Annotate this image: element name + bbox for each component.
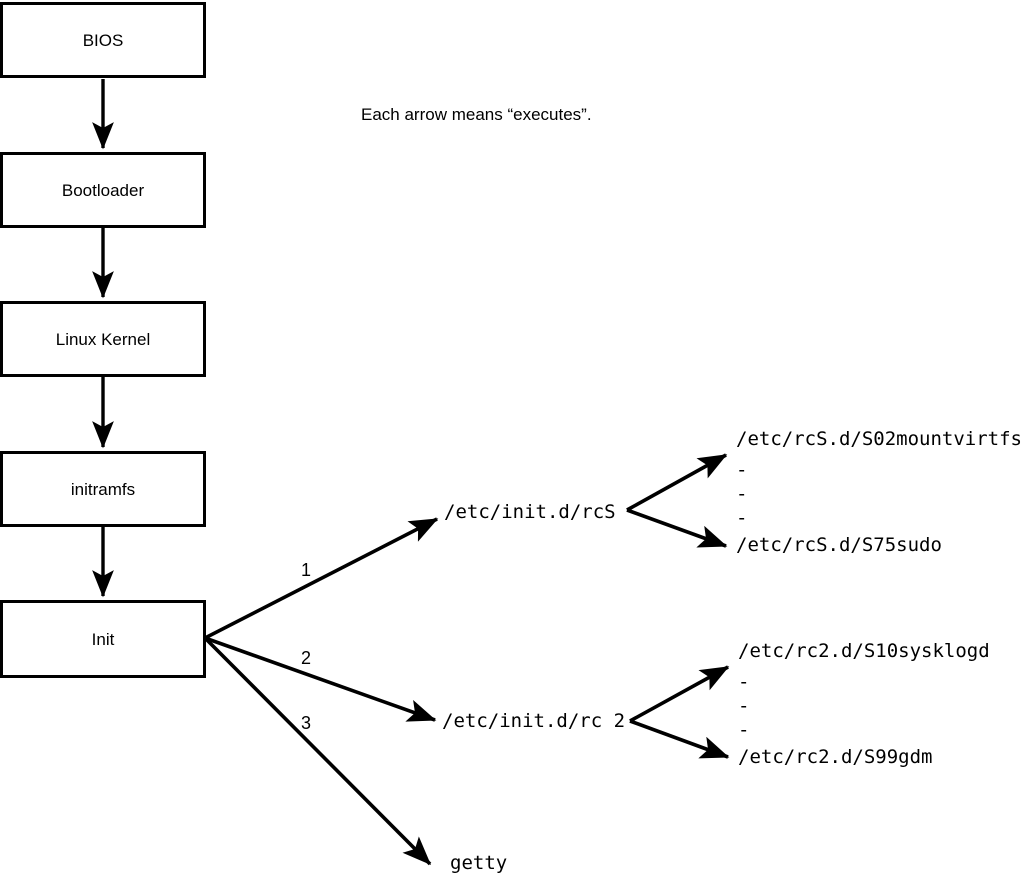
stage-label-linux-kernel: Linux Kernel	[55, 329, 151, 349]
ellipsis-dash-rc2d-1: -	[738, 671, 750, 693]
node-label-getty[interactable]: getty	[450, 852, 508, 874]
arrow-rc2-to-last	[629, 719, 730, 759]
node-label-rc2d-first[interactable]: /etc/rc2.d/S10sysklogd	[738, 640, 990, 662]
stage-box-bios[interactable]: BIOS	[0, 2, 206, 78]
diagram-caption: Each arrow means “executes”.	[361, 105, 592, 124]
stage-label-init: Init	[91, 629, 115, 649]
ellipsis-dash-rc2d-3: -	[738, 719, 750, 741]
stage-label-bootloader: Bootloader	[61, 180, 145, 200]
node-label-rcsd-last[interactable]: /etc/rcS.d/S75sudo	[736, 534, 942, 556]
stage-box-linux-kernel[interactable]: Linux Kernel	[0, 301, 206, 377]
node-label-init-d-rc2[interactable]: /etc/init.d/rc 2	[442, 710, 626, 732]
stage-label-bios: BIOS	[82, 30, 124, 50]
stage-box-bootloader[interactable]: Bootloader	[0, 152, 206, 228]
branch-number-3: 3	[301, 713, 312, 733]
arrow-rcS-to-first	[626, 453, 728, 512]
stage-box-initramfs[interactable]: initramfs	[0, 451, 206, 527]
arrow-rcS-to-last	[626, 508, 728, 548]
branch-number-2: 2	[301, 648, 312, 668]
ellipsis-dash-rc2d-2: -	[738, 695, 750, 717]
arrow-rc2-to-first	[629, 665, 730, 723]
ellipsis-dash-rcsd-3: -	[736, 507, 748, 529]
arrow-init-branch-3	[203, 636, 432, 866]
stage-label-initramfs: initramfs	[70, 479, 136, 499]
branch-number-1: 1	[301, 560, 312, 580]
arrow-init-branch-1	[204, 517, 439, 640]
stage-box-init[interactable]: Init	[0, 600, 206, 678]
arrow-init-branch-2	[204, 636, 437, 722]
ellipsis-dash-rcsd-2: -	[736, 483, 748, 505]
node-label-init-d-rcs[interactable]: /etc/init.d/rcS	[444, 501, 616, 523]
node-label-rcsd-first[interactable]: /etc/rcS.d/S02mountvirtfs	[736, 428, 1022, 450]
node-label-rc2d-last[interactable]: /etc/rc2.d/S99gdm	[738, 746, 933, 768]
ellipsis-dash-rcsd-1: -	[736, 459, 748, 481]
